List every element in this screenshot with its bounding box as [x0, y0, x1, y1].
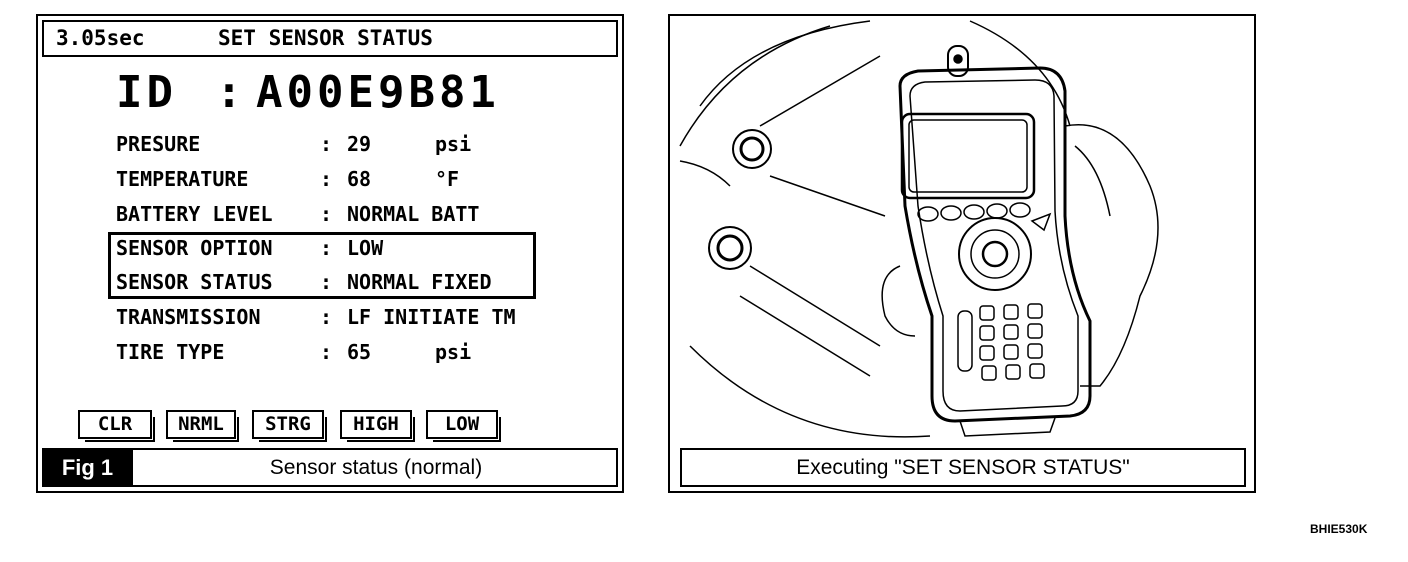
keypad-icon	[957, 303, 1045, 381]
figure-number-tag: Fig 1	[42, 448, 133, 487]
row-unit: °F	[435, 167, 460, 191]
wheel-spoke	[769, 175, 886, 217]
row-pressure: PRESURE : 29 psi	[116, 129, 596, 159]
scan-tool-drawing	[679, 20, 1159, 438]
id-separator: :	[215, 67, 247, 118]
row-label: TIRE TYPE	[116, 340, 225, 364]
row-sensor-option: SENSOR OPTION : LOW	[116, 233, 596, 263]
row-value: 65	[347, 340, 372, 364]
row-separator: :	[320, 236, 333, 260]
row-separator: :	[320, 202, 333, 226]
row-value: NORMAL FIXED	[347, 270, 492, 294]
softkey-nrml[interactable]: NRML	[166, 410, 239, 442]
softkey-strg[interactable]: STRG	[252, 410, 327, 442]
wheel-spoke	[759, 55, 881, 127]
lug-nut-icon	[708, 226, 752, 270]
id-value: A00E9B81	[256, 67, 500, 118]
screen-title-bar: 3.05sec SET SENSOR STATUS	[42, 20, 618, 57]
row-value: LF INITIATE TM	[347, 305, 516, 329]
screen-title: SET SENSOR STATUS	[218, 26, 433, 50]
row-separator: :	[320, 270, 333, 294]
scan-tool-screen-icon	[900, 112, 1036, 200]
figure-caption-left: Fig 1 Sensor status (normal)	[42, 448, 618, 487]
row-separator: :	[320, 305, 333, 329]
row-separator: :	[320, 132, 333, 156]
row-battery-level: BATTERY LEVEL : NORMAL BATT	[116, 199, 596, 229]
wheel-spoke	[749, 265, 881, 347]
row-tire-type: TIRE TYPE : 65 psi	[116, 337, 596, 367]
row-unit: psi	[435, 340, 472, 364]
row-temperature: TEMPERATURE : 68 °F	[116, 164, 596, 194]
ok-button-icon	[981, 240, 1009, 268]
lug-nut-icon	[739, 136, 765, 162]
scan-tool-illustration-figure: Executing "SET SENSOR STATUS"	[668, 14, 1256, 493]
sensor-status-highlight-box	[108, 232, 536, 299]
lug-nut-icon	[716, 234, 744, 262]
softkey-high[interactable]: HIGH	[340, 410, 415, 442]
row-value: 68	[347, 167, 372, 191]
softkey-low[interactable]: LOW	[426, 410, 501, 442]
image-reference-code: BHIE530K	[1310, 522, 1368, 536]
row-label: TRANSMISSION	[116, 305, 261, 329]
sensor-id-line: ID:A00E9B81	[116, 68, 500, 118]
scan-tool-screen-figure: 3.05sec SET SENSOR STATUS ID:A00E9B81 PR…	[36, 14, 624, 493]
row-label: SENSOR STATUS	[116, 270, 273, 294]
row-label: SENSOR OPTION	[116, 236, 273, 260]
row-transmission: TRANSMISSION : LF INITIATE TM	[116, 302, 596, 332]
row-value: LOW	[347, 236, 384, 260]
d-pad-icon	[958, 217, 1032, 291]
row-separator: :	[320, 167, 333, 191]
wheel-spoke	[739, 295, 871, 377]
wheel-rim-arc	[689, 345, 931, 438]
wheel-spoke	[679, 160, 731, 187]
hand-drawing	[1064, 124, 1159, 387]
elapsed-time: 3.05sec	[56, 26, 145, 50]
scan-tool-device	[898, 66, 1092, 423]
softkey-clr[interactable]: CLR	[78, 410, 155, 442]
row-unit: psi	[435, 132, 472, 156]
id-label: ID	[116, 67, 177, 118]
row-value: 29	[347, 132, 372, 156]
wheel-rim-arc	[679, 25, 831, 147]
tire-valve-icon	[947, 45, 969, 77]
row-separator: :	[320, 340, 333, 364]
row-value: NORMAL BATT	[347, 202, 480, 226]
hand-drawing	[881, 265, 916, 337]
wheel-rim-arc	[699, 20, 871, 107]
row-label: PRESURE	[116, 132, 201, 156]
row-sensor-status: SENSOR STATUS : NORMAL FIXED	[116, 267, 596, 297]
figure-caption-right: Executing "SET SENSOR STATUS"	[680, 448, 1246, 487]
row-label: BATTERY LEVEL	[116, 202, 273, 226]
caption-text: Sensor status (normal)	[269, 456, 483, 479]
lug-nut-icon	[732, 129, 772, 169]
row-label: TEMPERATURE	[116, 167, 249, 191]
